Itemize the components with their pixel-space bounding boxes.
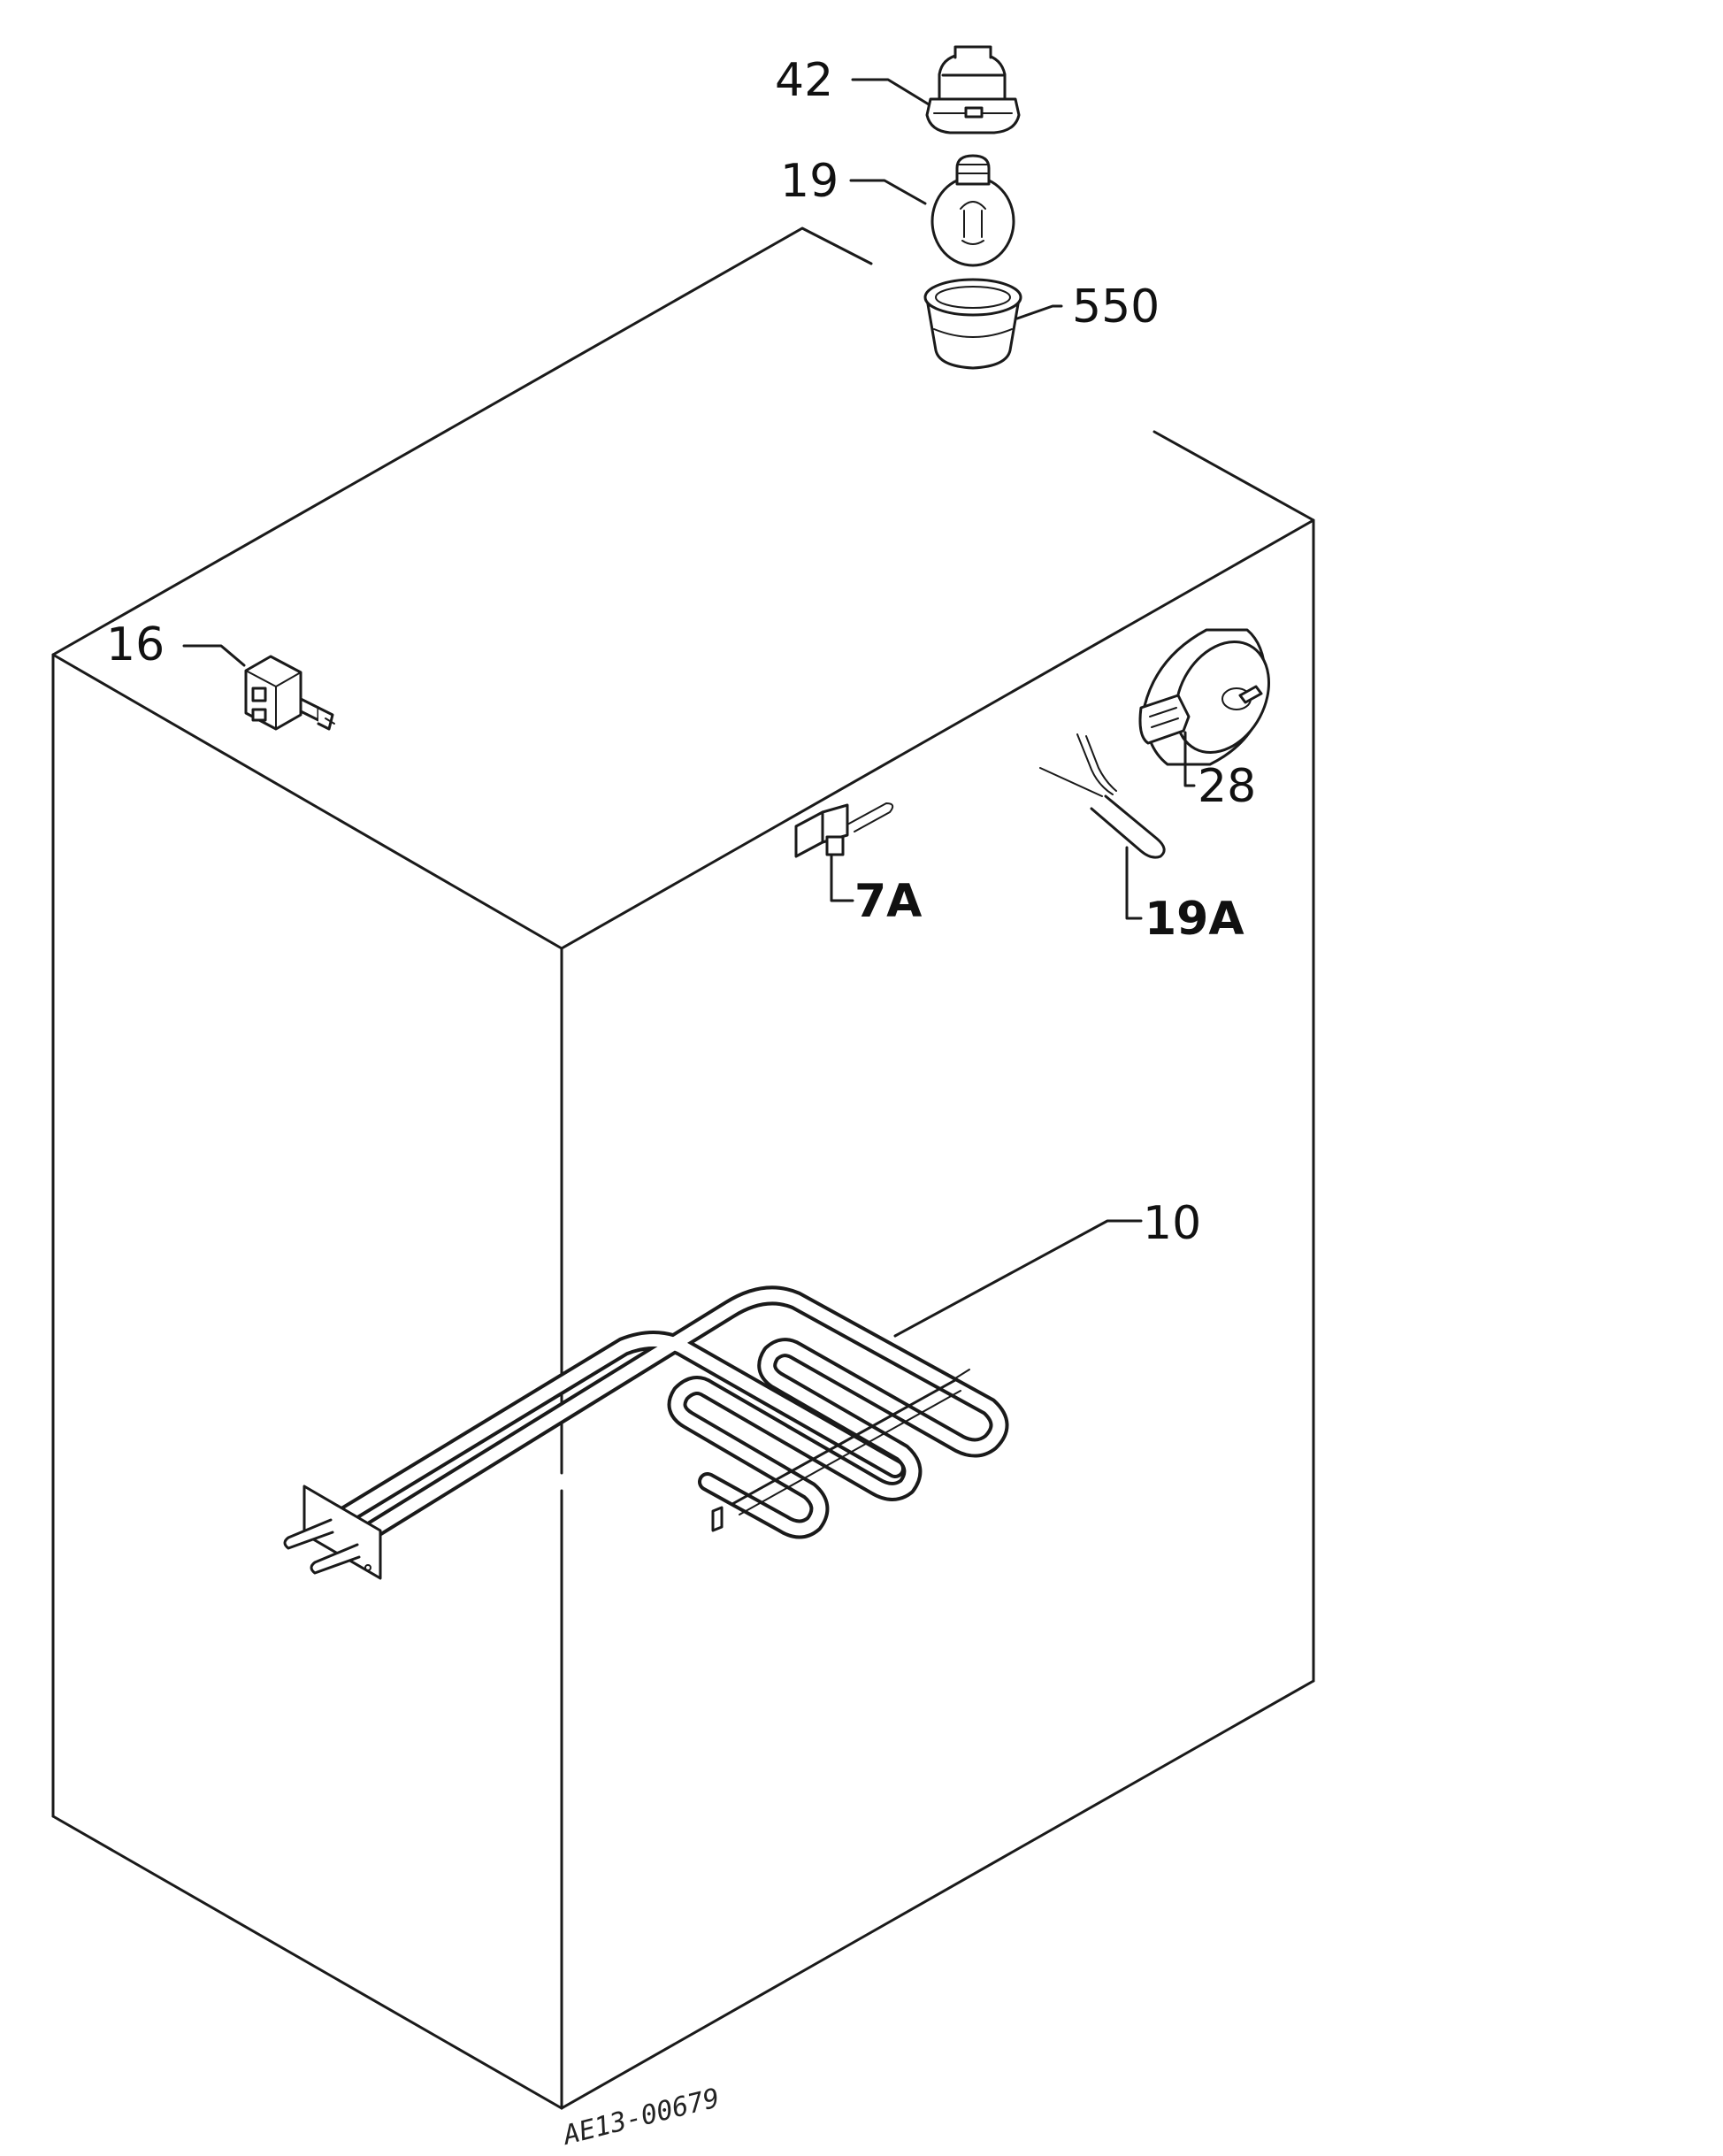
leader-10 [893, 1219, 1143, 1338]
callout-550: 550 [1072, 280, 1160, 334]
heating-element-icon [283, 1285, 1009, 1580]
callout-28: 28 [1198, 760, 1256, 813]
leader-42 [851, 78, 930, 106]
micro-switch-icon [794, 802, 894, 858]
lamp-glass-cover-icon [923, 278, 1022, 370]
callout-labels: 42 19 550 16 28 7A 19A 10 [106, 54, 1256, 1250]
callout-19: 19 [780, 155, 839, 208]
temperature-sensor-icon [1039, 733, 1166, 859]
drawing-reference-code: AE13-00679 [559, 2083, 724, 2152]
motor-icon [1138, 628, 1271, 766]
lamp-bulb-icon [930, 154, 1015, 267]
leader-7A [830, 853, 854, 902]
oven-cavity-outline [51, 226, 1315, 2110]
leader-lines [182, 78, 1196, 1338]
callout-7A: 7A [854, 875, 922, 928]
callout-10: 10 [1143, 1197, 1201, 1250]
leader-19 [849, 179, 927, 205]
callout-42: 42 [775, 54, 833, 107]
callout-16: 16 [106, 618, 165, 671]
leader-550 [1015, 304, 1063, 320]
leader-28 [1183, 731, 1196, 787]
callout-19A: 19A [1145, 893, 1244, 946]
leader-16 [182, 644, 246, 667]
leader-19A [1125, 846, 1143, 920]
lamp-holder-icon [925, 45, 1021, 134]
push-switch-icon [244, 655, 335, 731]
